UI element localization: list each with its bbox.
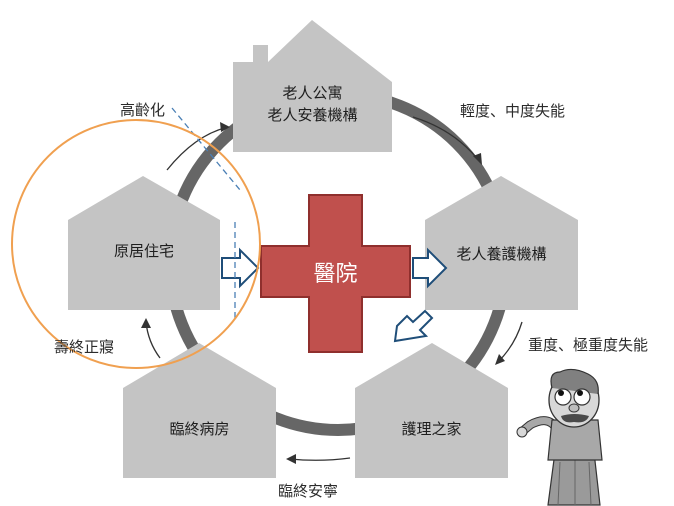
end-of-life-arrowhead [286,454,296,464]
highlight-circle [11,119,261,369]
house-nursing-institution [425,176,578,310]
hospital-to-nursing-arrow [412,247,448,289]
senior-apartment-line1: 老人公寓 [282,84,343,102]
senior-apartment-label: 老人公寓 老人安養機構 [233,82,392,126]
mild-moderate-label: 輕度、中度失能 [460,102,566,120]
house-hospice-ward [123,343,276,478]
original-home-label: 原居住宅 [113,242,174,260]
aging-label: 高齡化 [120,101,166,119]
house-nursing-home [355,343,508,478]
mild-moderate-arrowhead [473,153,482,165]
senior-apartment-line2: 老人安養機構 [267,106,358,124]
severe-arrow [497,321,523,363]
nursing-institution-label: 老人養護機構 [456,245,547,263]
house-original-home [68,176,220,310]
home-to-hospital-arrow [221,247,260,289]
hospice-ward-label: 臨終病房 [169,420,230,438]
hospital-to-nursing-home-arrow [393,309,434,343]
aging-arrowhead [220,122,230,132]
natural-death-arrowhead [141,318,151,328]
hospital-cross [260,194,411,353]
severe-label: 重度、極重度失能 [528,336,649,354]
end-of-life-label: 臨終安寧 [278,482,339,500]
severe-arrowhead [495,354,505,365]
dashed-line-diagonal [171,107,241,191]
hospital-label: 醫院 [313,262,358,287]
end-of-life-arrow [289,457,351,461]
house-senior-apartment [233,20,392,152]
old-man-cartoon [516,368,603,506]
nursing-home-label: 護理之家 [401,420,462,438]
natural-death-label: 壽終正寢 [54,338,115,356]
